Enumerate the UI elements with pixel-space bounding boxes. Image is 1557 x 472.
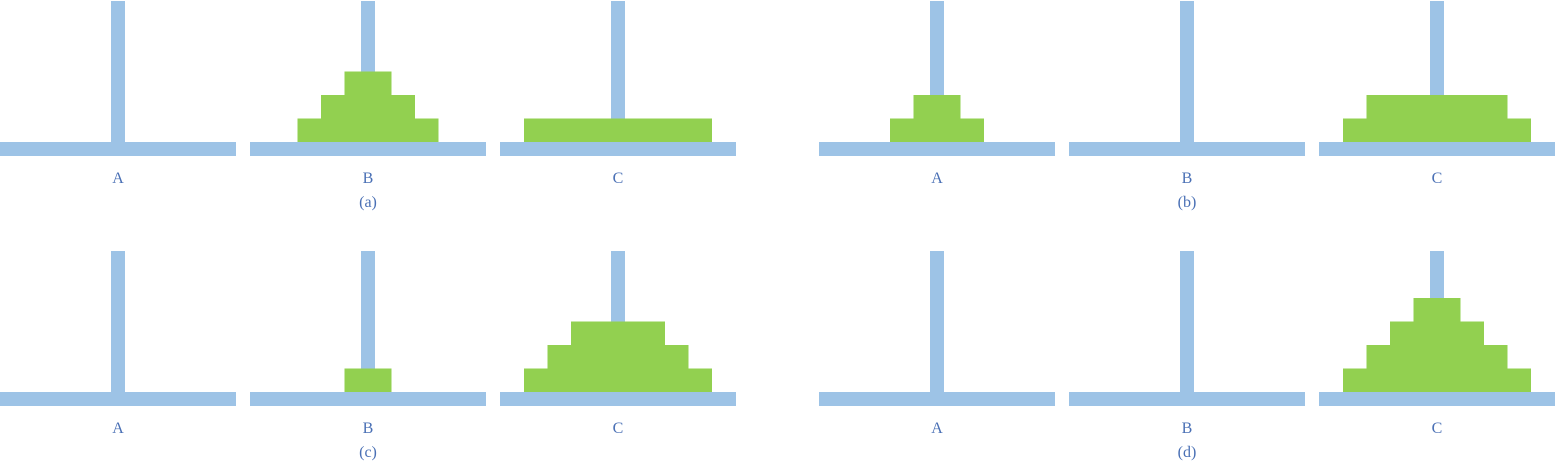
peg-b: B	[1069, 1, 1305, 187]
panel-caption: (b)	[1178, 194, 1197, 211]
panel: A B C (d)	[819, 251, 1555, 461]
disk-size-3	[297, 118, 439, 142]
peg-b: B	[250, 1, 486, 187]
peg-base	[819, 392, 1055, 406]
disk-size-2	[890, 118, 984, 142]
peg-rod	[361, 251, 375, 392]
peg-base	[1069, 142, 1305, 156]
peg-label: A	[112, 420, 124, 437]
disk-size-2	[571, 321, 665, 345]
peg-c: C	[500, 251, 736, 437]
peg-base	[500, 142, 736, 156]
panel: A B C (a)	[0, 1, 736, 211]
panel: A B C (b)	[819, 1, 1555, 211]
peg-base	[1319, 392, 1555, 406]
peg-rod	[1180, 1, 1194, 142]
peg-label: A	[931, 420, 943, 437]
peg-label: B	[1182, 170, 1193, 187]
peg-b: B	[1069, 251, 1305, 437]
disk-size-4	[524, 368, 712, 392]
peg-b: B	[250, 251, 486, 437]
disk-size-1	[344, 368, 392, 392]
peg-base	[250, 142, 486, 156]
panel-caption: (c)	[359, 444, 377, 461]
panel-caption: (a)	[359, 194, 377, 211]
peg-label: C	[1432, 420, 1443, 437]
peg-label: C	[1432, 170, 1443, 187]
peg-a: A	[0, 1, 236, 187]
peg-rod	[111, 1, 125, 142]
disk-size-1	[344, 71, 392, 95]
peg-c: C	[500, 1, 736, 187]
disk-size-4	[1343, 368, 1531, 392]
peg-a: A	[819, 1, 1055, 187]
peg-rod	[111, 251, 125, 392]
peg-base	[0, 142, 236, 156]
peg-base	[1319, 142, 1555, 156]
peg-label: C	[613, 170, 624, 187]
peg-base	[500, 392, 736, 406]
peg-a: A	[0, 251, 236, 437]
disk-size-4	[524, 118, 712, 142]
peg-label: A	[112, 170, 124, 187]
peg-rod	[930, 251, 944, 392]
disk-size-3	[547, 345, 689, 369]
disk-size-1	[1413, 298, 1461, 322]
disk-size-2	[321, 95, 415, 119]
panels-layer: A B C (a) A B C (b) A B C (c) A B C (d)	[0, 1, 1555, 461]
peg-rod	[1180, 251, 1194, 392]
peg-base	[1069, 392, 1305, 406]
peg-label: C	[613, 420, 624, 437]
panel-caption: (d)	[1178, 444, 1197, 461]
disk-size-4	[1343, 118, 1531, 142]
peg-base	[250, 392, 486, 406]
peg-label: B	[1182, 420, 1193, 437]
peg-base	[0, 392, 236, 406]
peg-c: C	[1319, 251, 1555, 437]
peg-c: C	[1319, 1, 1555, 187]
disk-size-3	[1366, 95, 1508, 119]
peg-label: B	[363, 420, 374, 437]
disk-size-1	[913, 95, 961, 119]
panel: A B C (c)	[0, 251, 736, 461]
disk-size-3	[1366, 345, 1508, 369]
disk-size-2	[1390, 321, 1484, 345]
peg-a: A	[819, 251, 1055, 437]
peg-label: A	[931, 170, 943, 187]
peg-rod	[611, 1, 625, 142]
peg-base	[819, 142, 1055, 156]
peg-label: B	[363, 170, 374, 187]
